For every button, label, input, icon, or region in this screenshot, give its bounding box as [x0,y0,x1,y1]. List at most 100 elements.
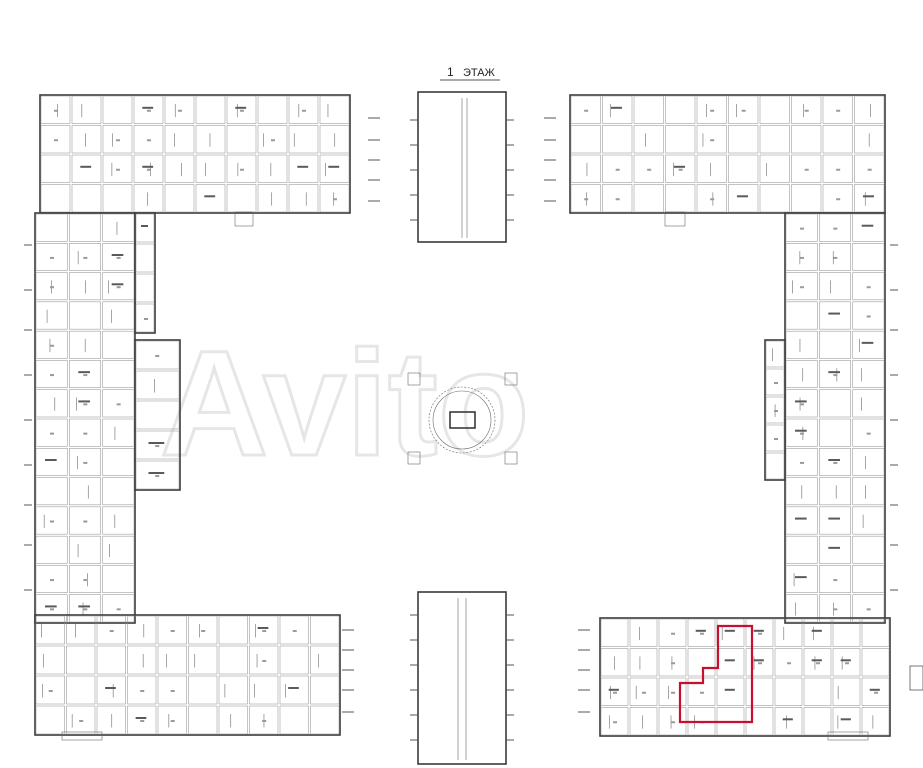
right-top-room [728,125,759,154]
right-column-furniture [795,576,807,579]
right-top-label-mark [804,168,809,171]
left-column-room [35,535,68,564]
left-building-wing [34,94,351,741]
left-bottom-room [218,615,248,645]
left-top-furniture [142,165,154,168]
right-top-room [822,125,853,154]
right-top-room [570,184,601,213]
right-bottom-room [600,677,629,706]
right-bottom-room [861,648,890,677]
left-top-room [257,95,288,124]
right-top-room [854,184,885,213]
left-top-room [288,154,319,183]
right-top-label-mark [584,109,589,112]
right-top-label-mark [804,109,809,112]
left-top-room [133,95,164,124]
right-bottom-furniture [811,629,822,632]
right-inner-room [765,368,785,396]
right-column-room [785,272,818,301]
left-bottom-label-mark [170,720,175,722]
right-top-room [759,154,790,183]
right-top-room [633,184,664,213]
left-column-room [69,213,101,242]
left-column-label-mark [83,432,88,435]
right-top-room [602,95,633,124]
left-column-room [102,272,135,301]
right-bottom-room [774,677,803,706]
right-bottom-room [861,618,890,647]
left-notch-room [135,303,155,333]
right-bottom-room [629,677,658,706]
left-bottom-room [279,645,309,675]
left-inner-room [135,340,180,370]
left-top-room [257,184,288,213]
left-bottom-room [249,645,279,675]
right-top-room [791,95,822,124]
left-column-room [35,448,68,476]
watermark: Avito [159,318,531,489]
left-top-room [195,125,226,154]
right-bottom-room [803,707,832,736]
right-column-room [819,243,851,271]
right-column-furniture [828,371,840,374]
left-top-room [226,95,257,124]
left-column-room [35,477,68,506]
right-column-room [819,448,851,476]
right-column-label-mark [800,403,804,406]
right-bottom-room [716,677,745,706]
right-top-outline [569,94,886,214]
right-bottom-furniture [811,659,822,662]
left-column-furniture [45,605,57,608]
right-column-label-mark [833,579,838,582]
left-top-room [40,154,71,183]
left-bottom-room [157,675,187,705]
right-bottom-furniture [869,688,880,691]
right-top-furniture [862,195,874,198]
right-column-room [819,535,851,564]
left-bottom-furniture [105,687,116,689]
left-column-room [69,272,101,301]
left-bottom-room [188,675,218,705]
left-top-room [319,184,350,213]
courtyard-center [407,372,518,465]
left-bottom-room [127,615,157,645]
right-bottom-label-mark [671,721,676,724]
right-bottom-room [745,648,774,677]
right-column-room [819,594,851,623]
right-bottom-furniture [724,659,735,662]
left-column-outline [34,212,136,624]
right-bottom-room [832,707,861,736]
left-bottom-room [310,645,340,675]
left-top-room [288,95,319,124]
left-bottom-room [188,615,218,645]
left-bottom-room [157,645,187,675]
right-bottom-furniture [695,629,706,632]
right-bottom-room [658,618,687,647]
right-bottom-label-mark [758,662,763,665]
right-bottom-label-mark [874,691,879,694]
left-bottom-label-mark [262,720,267,722]
left-column-label-mark [50,286,54,289]
facade-markers [24,117,898,741]
right-top-label-mark [741,109,746,112]
left-column-room [102,477,135,506]
right-bottom-room [687,618,716,647]
left-column-room [35,389,68,418]
left-column-room [35,330,68,359]
left-column-room [69,418,101,447]
left-top-room [257,125,288,154]
left-column-label-mark [83,461,88,464]
right-top-label-mark [647,168,652,171]
right-column-room [819,360,851,388]
right-column-room [852,360,885,388]
left-top-furniture [297,165,309,168]
left-inner-room [135,460,180,490]
right-column-furniture [828,517,840,520]
right-inner-room [765,340,785,368]
left-column-label-mark [116,286,121,289]
right-bottom-label-mark [816,662,821,665]
right-top-room [633,125,664,154]
parking-block-bottom [417,591,507,765]
left-column-room [102,594,135,623]
